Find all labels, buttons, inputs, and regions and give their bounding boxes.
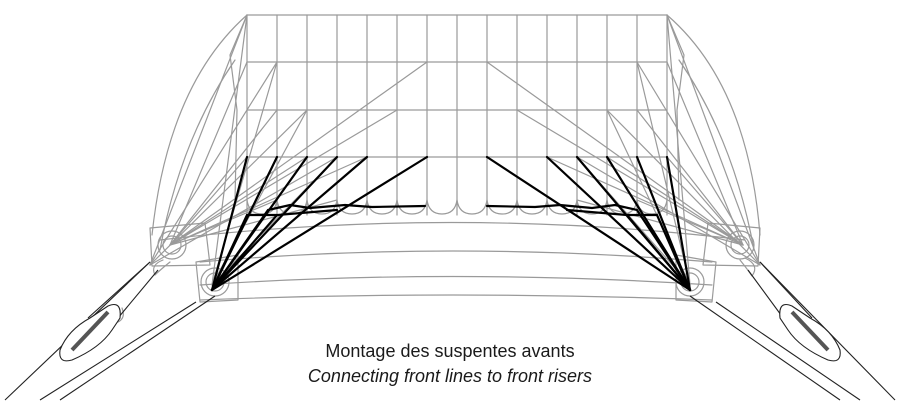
- structure-line: [546, 156, 744, 246]
- structure-line: [606, 109, 761, 266]
- right-outer-curve: [666, 14, 761, 236]
- right-inner-curve: [678, 59, 755, 251]
- right-riser-assembly: [689, 261, 896, 401]
- caption-english: Connecting front lines to front risers: [307, 366, 593, 386]
- canopy-left-edge: [229, 14, 248, 201]
- front-line: [210, 155, 429, 292]
- left-riser-long-line: [39, 301, 197, 401]
- structure-line: [149, 14, 248, 266]
- front-line-lower: [625, 213, 692, 292]
- left-upper-riser-box: [149, 222, 211, 267]
- structure-line: [576, 156, 761, 266]
- maillon-ring: [157, 230, 187, 260]
- front-line: [665, 155, 692, 292]
- structure-line: [169, 156, 248, 246]
- sweep-line: [199, 250, 713, 263]
- structure-line: [169, 156, 368, 246]
- structure-line: [636, 109, 744, 246]
- left-riser-strap: [87, 261, 151, 319]
- maillon-ring: [162, 235, 182, 255]
- structure-line: [636, 199, 744, 246]
- right-riser-long-line: [689, 295, 841, 401]
- front-line-lower: [210, 203, 427, 292]
- right-riser-long-line: [715, 301, 861, 401]
- canopy-right-edge: [666, 14, 685, 201]
- structure-line: [516, 109, 744, 246]
- left-riser-assembly: [4, 261, 216, 401]
- structure-line: [169, 61, 248, 246]
- left-outer-curve: [151, 14, 248, 236]
- structure-line: [169, 109, 398, 246]
- left-lower-riser-box: [195, 254, 239, 303]
- front-line: [485, 155, 692, 292]
- front-line: [545, 155, 692, 292]
- front-line-lower: [485, 203, 692, 292]
- structure-line: [666, 156, 744, 246]
- front-line: [210, 155, 249, 292]
- structure-line: [211, 14, 248, 286]
- right-carabiner-gate: [790, 310, 830, 352]
- structure-line: [486, 61, 744, 246]
- structure-line: [636, 61, 691, 286]
- canopy-structure: [112, 14, 796, 323]
- structure-line: [666, 14, 691, 286]
- structure-line: [169, 156, 308, 246]
- right-upper-riser-box: [702, 222, 761, 267]
- front-line: [210, 155, 369, 292]
- caption-french: Montage des suspentes avants: [325, 341, 575, 361]
- right-lower-riser-box: [675, 254, 717, 303]
- left-carabiner-gate: [70, 310, 110, 352]
- front-line-lower: [210, 213, 279, 292]
- structure-line: [169, 109, 278, 246]
- right-riser-strap: [759, 261, 813, 319]
- maillon-ring: [725, 230, 755, 260]
- front-line: [210, 155, 339, 292]
- sweep-line: [199, 275, 713, 286]
- structure-line: [149, 109, 308, 266]
- maillon-ring: [730, 235, 750, 255]
- sweep-line: [199, 294, 713, 301]
- structure-line: [666, 61, 744, 246]
- structure-line: [169, 61, 428, 246]
- riser-loop: [153, 259, 171, 276]
- left-riser-long-line: [59, 295, 216, 401]
- front-lines: [210, 155, 692, 292]
- structure-line: [666, 14, 761, 266]
